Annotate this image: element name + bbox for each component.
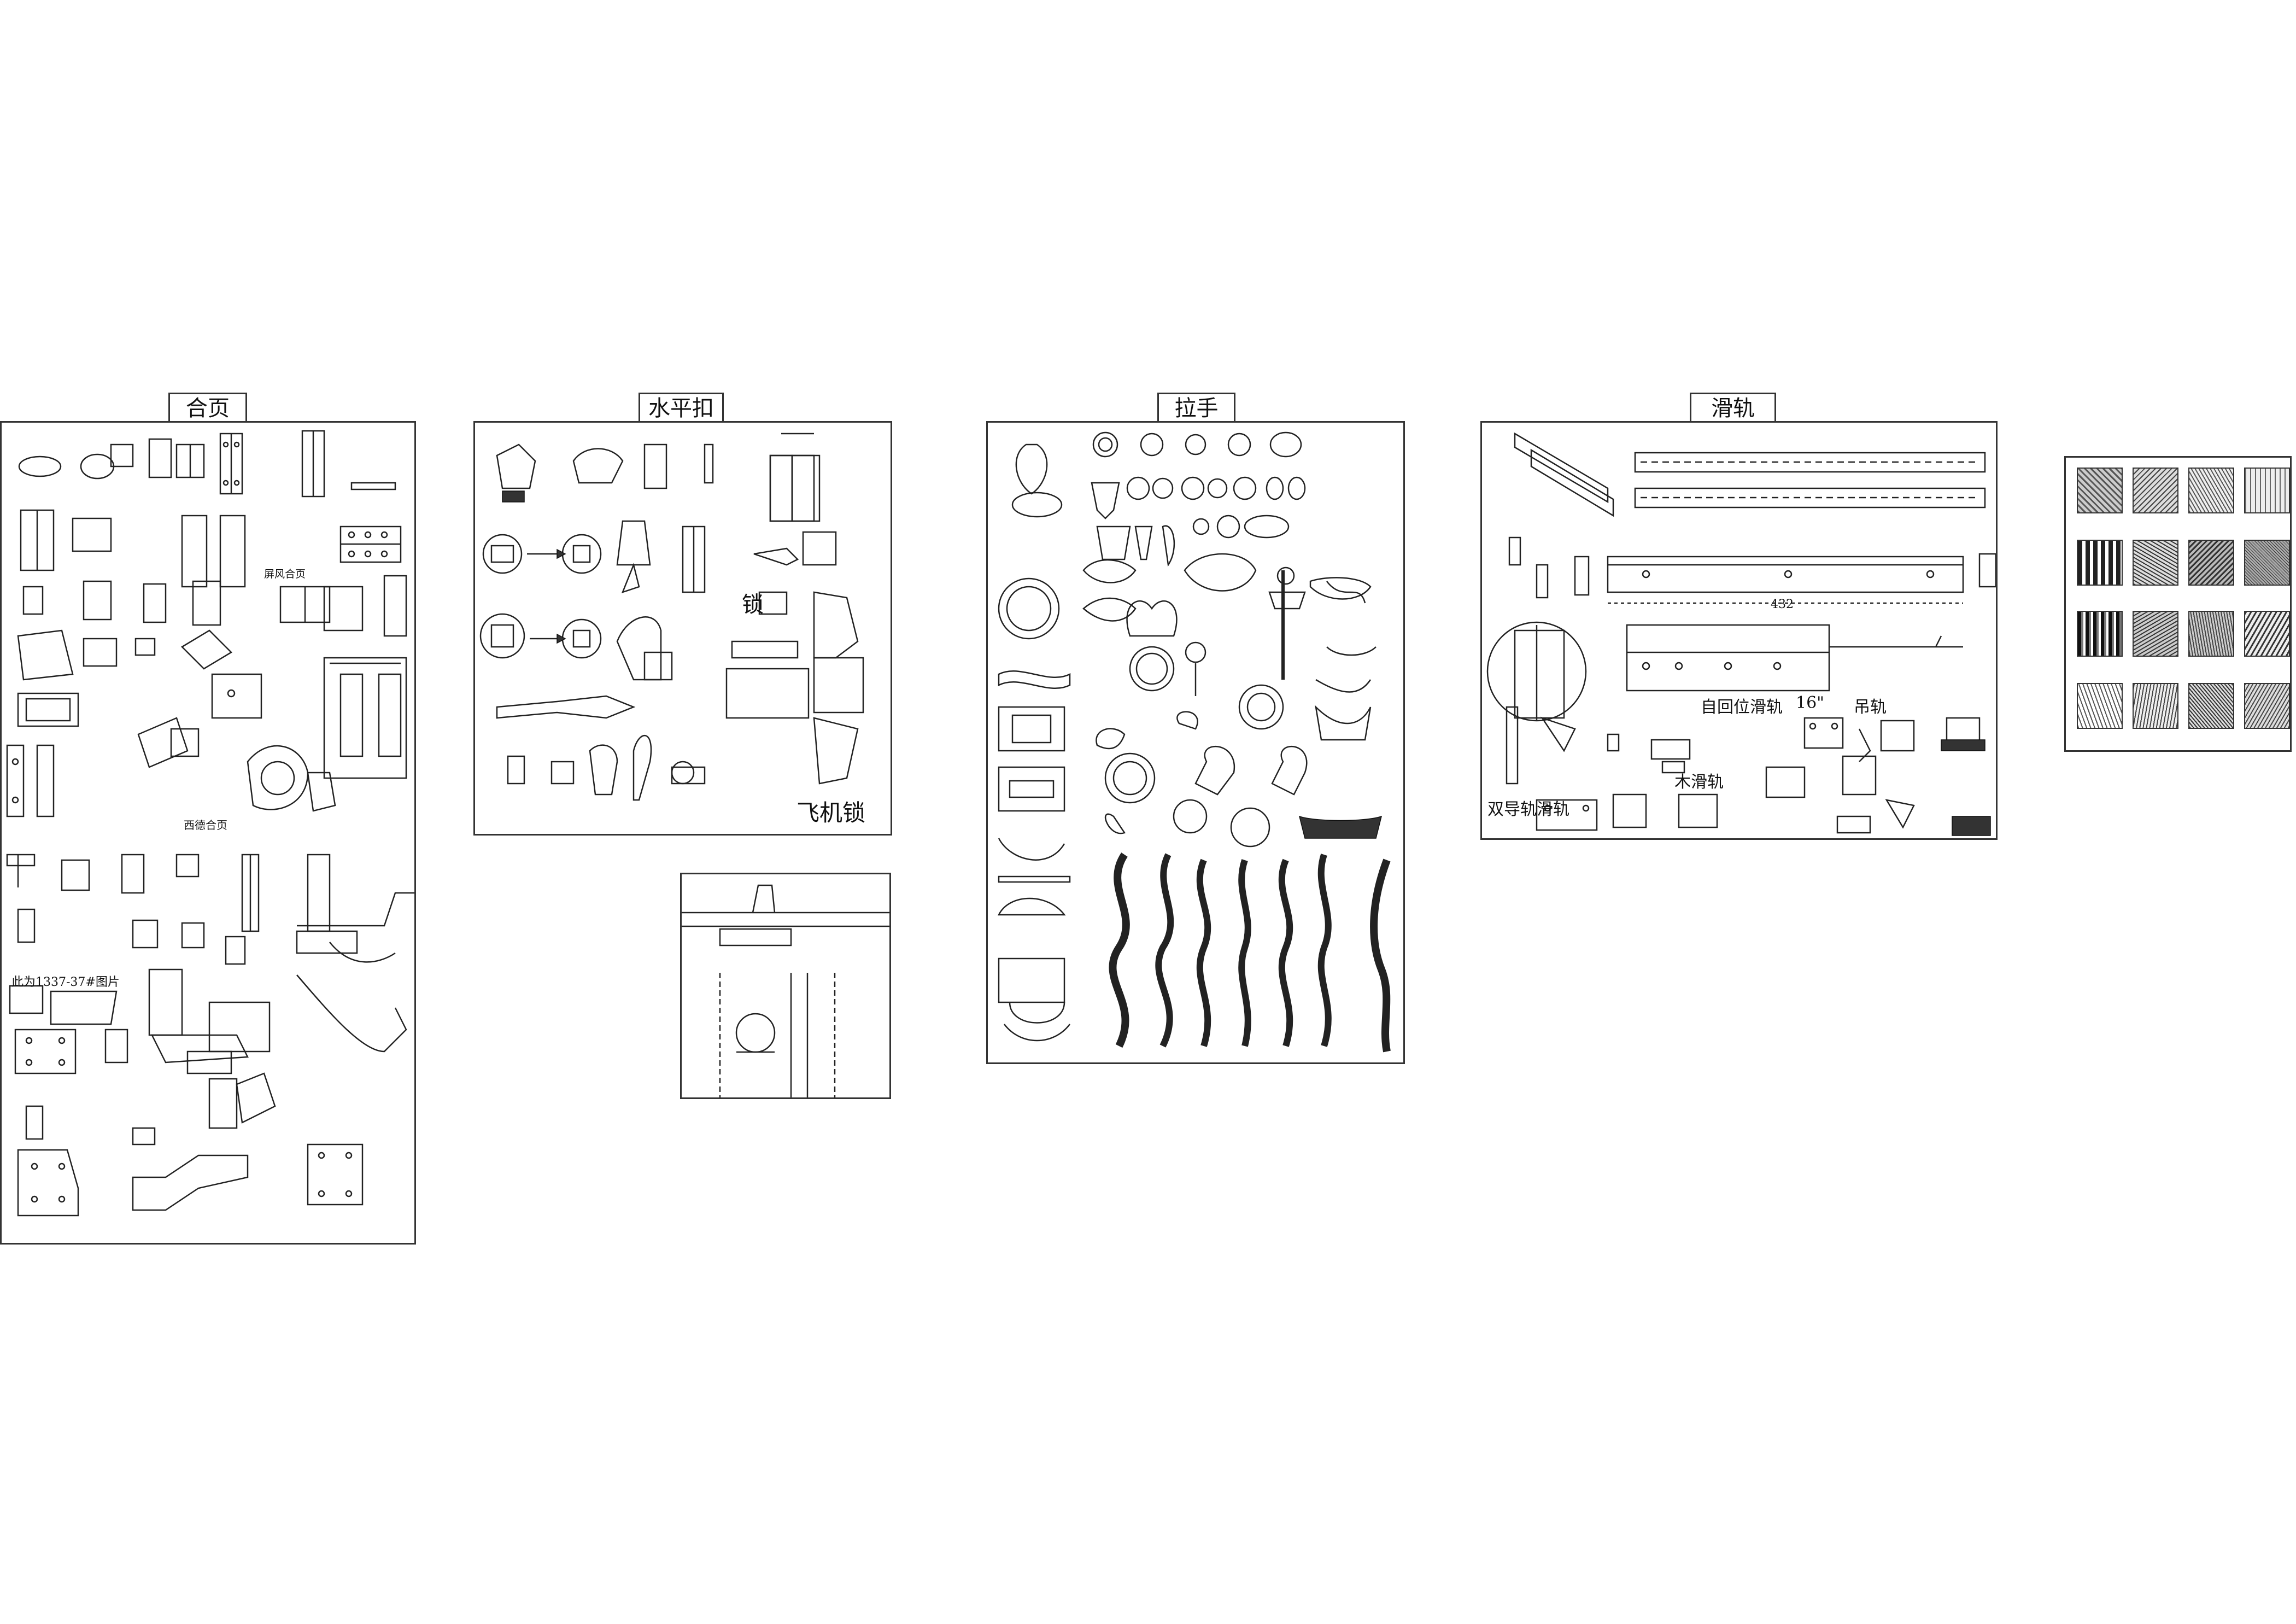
hinge-section-tab: 合页 bbox=[168, 393, 247, 423]
pattern-swatch-icon bbox=[2077, 468, 2123, 513]
pattern-swatch-icon bbox=[2244, 468, 2290, 513]
handle-panel bbox=[986, 421, 1405, 1064]
lock-icon bbox=[479, 433, 864, 801]
latch-section-tab: 水平扣 bbox=[639, 393, 724, 423]
pattern-swatch-icon bbox=[2244, 683, 2290, 729]
slide-label-length: 432 bbox=[1771, 598, 1794, 611]
slide-label-double-guide: 双导轨滑轨 bbox=[1487, 800, 1569, 819]
pattern-swatch-icon bbox=[2077, 683, 2123, 729]
slide-label-hanging: 吊轨 bbox=[1854, 698, 1887, 717]
latch-panel: 锁 飞机锁 bbox=[473, 421, 892, 836]
pattern-swatch-icon bbox=[2133, 540, 2178, 586]
handle-section-tab: 拉手 bbox=[1157, 393, 1235, 423]
pattern-swatch-icon bbox=[2244, 540, 2290, 586]
slide-label-16in: 16" bbox=[1796, 693, 1824, 712]
handle-section-title: 拉手 bbox=[1174, 396, 1219, 421]
latch-detail-drawing bbox=[682, 884, 889, 1097]
latch-label-airplane-lock: 飞机锁 bbox=[796, 799, 866, 826]
pattern-swatch-icon bbox=[2188, 468, 2234, 513]
slide-drawings bbox=[1486, 432, 1996, 836]
hinge-icon bbox=[6, 430, 414, 1217]
pattern-swatch-icon bbox=[2188, 683, 2234, 729]
slide-panel: 432 自回位滑轨 16" 吊轨 双导轨滑轨 木滑轨 bbox=[1480, 421, 1998, 840]
hinge-drawings bbox=[6, 430, 414, 1217]
pattern-swatch-icon bbox=[2188, 611, 2234, 657]
pattern-swatch-icon bbox=[2244, 611, 2290, 657]
hinge-panel: 屏风合页 西德合页 此为1337-37#图片 bbox=[0, 421, 416, 1245]
latch-detail-panel bbox=[680, 873, 891, 1099]
pattern-swatch-icon bbox=[2077, 540, 2123, 586]
latch-section-title: 水平扣 bbox=[648, 396, 714, 421]
hinge-label-german: 西德合页 bbox=[184, 819, 227, 832]
slide-label-self-return: 自回位滑轨 bbox=[1701, 698, 1783, 717]
slide-rail-icon bbox=[1486, 432, 1996, 836]
latch-label-lock: 锁 bbox=[742, 592, 764, 617]
hinge-label-screen: 屏风合页 bbox=[264, 568, 306, 580]
hinge-label-1337: 此为1337-37#图片 bbox=[11, 975, 120, 989]
slide-label-wood: 木滑轨 bbox=[1674, 773, 1724, 792]
pattern-swatch-icon bbox=[2133, 468, 2178, 513]
pattern-swatch-icon bbox=[2077, 611, 2123, 657]
pattern-panel bbox=[2064, 456, 2292, 752]
latch-drawings bbox=[479, 433, 864, 801]
slide-section-tab: 滑轨 bbox=[1690, 393, 1776, 423]
hinge-section-title: 合页 bbox=[186, 396, 230, 421]
handle-drawings bbox=[997, 431, 1391, 1053]
pattern-swatch-icon bbox=[2188, 540, 2234, 586]
handle-icon bbox=[997, 431, 1391, 1053]
slide-section-title: 滑轨 bbox=[1711, 396, 1755, 421]
pattern-swatch-icon bbox=[2133, 683, 2178, 729]
pattern-swatch-icon bbox=[2133, 611, 2178, 657]
